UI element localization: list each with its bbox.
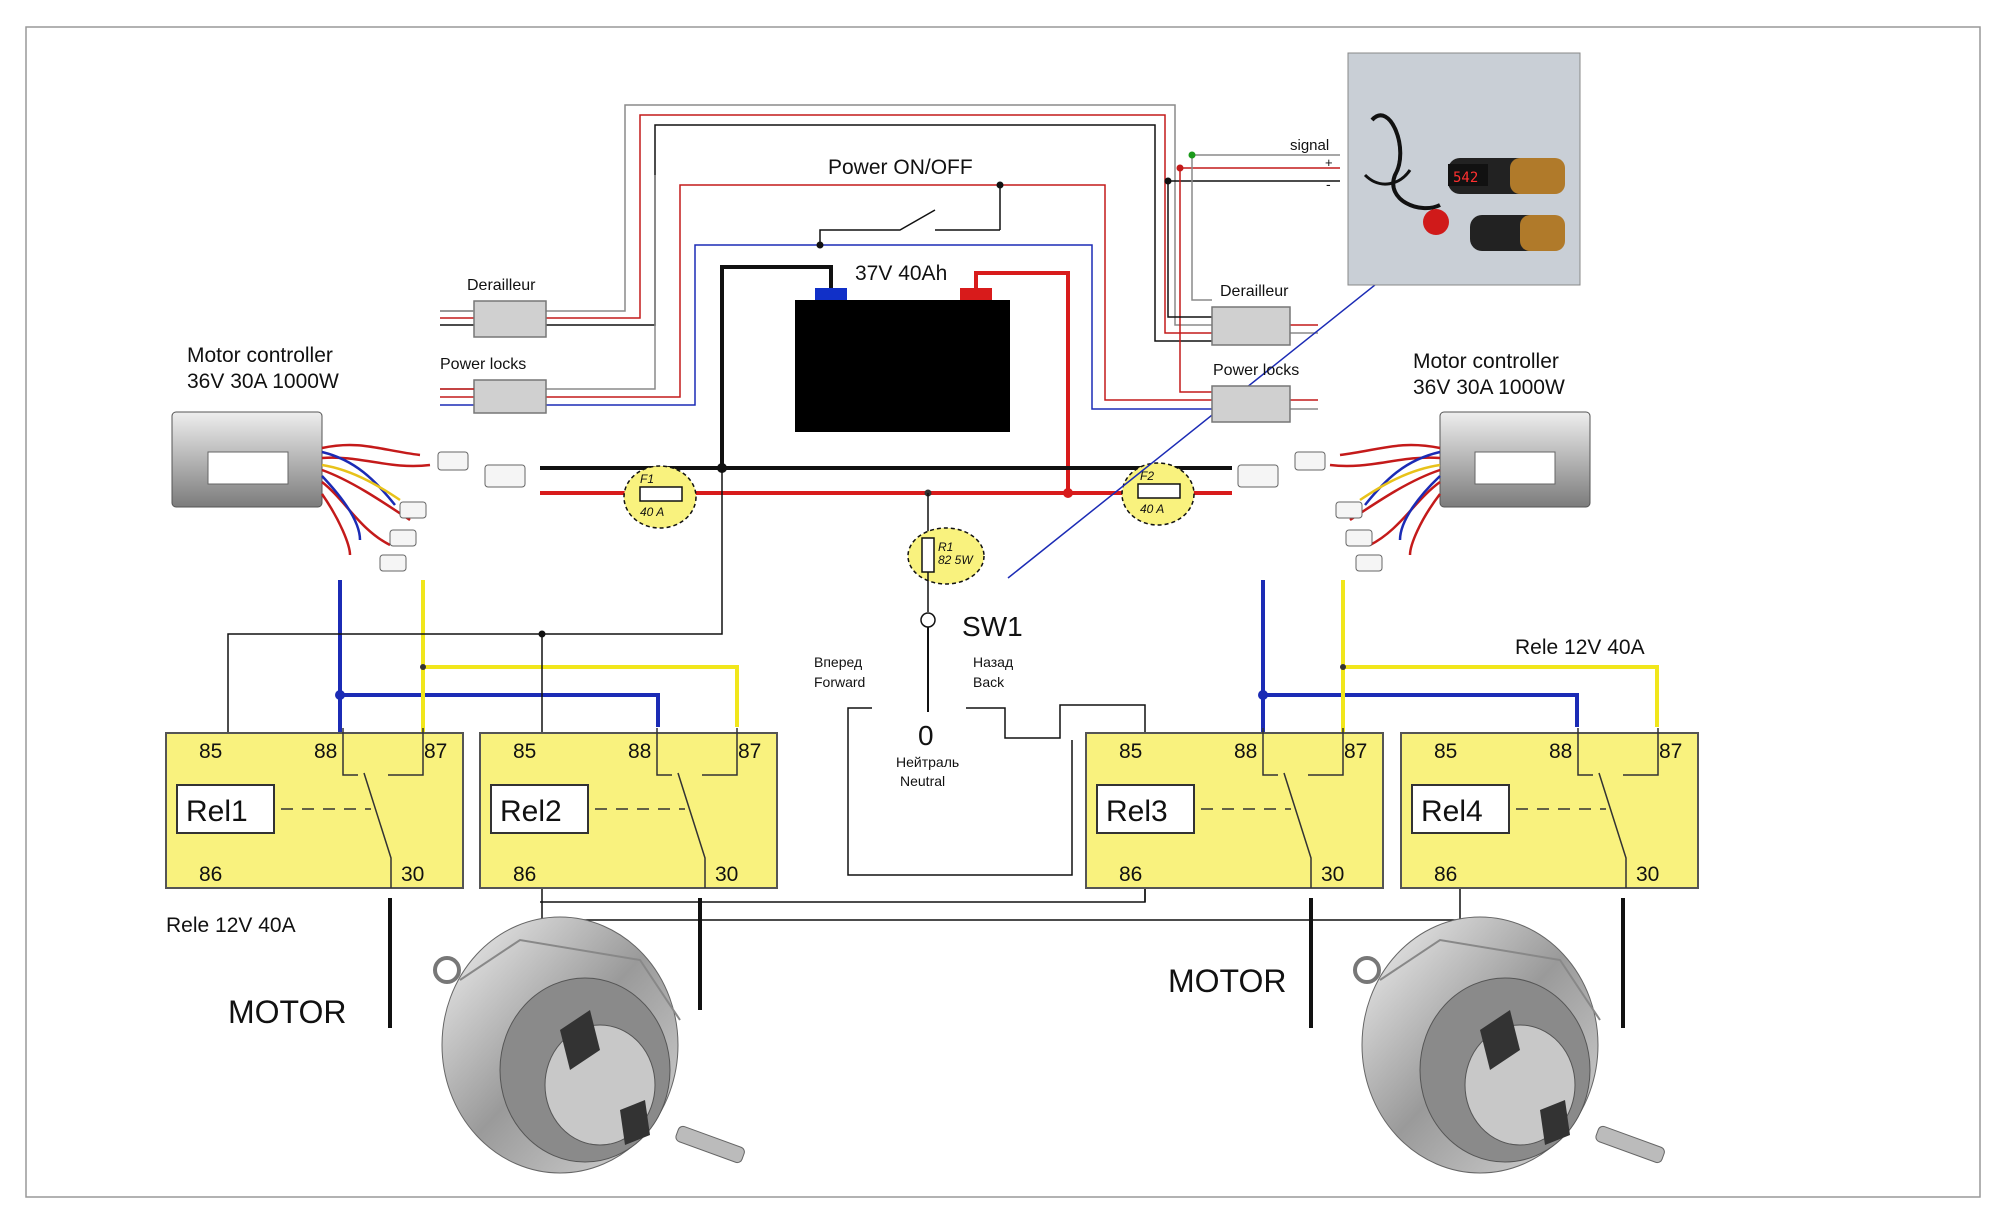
relay-1: 85 88 87 86 30 Rel1: [165, 728, 464, 889]
relay-caption-left: Rele 12V 40A: [166, 914, 296, 937]
relay-name: Rel4: [1421, 795, 1483, 828]
throttle-display: 542: [1453, 170, 1478, 186]
relay-pin-87: 87: [1659, 740, 1682, 763]
resistor-r1: R1 82 5W: [907, 493, 985, 612]
motor-controller-right: Motor controller 36V 30A 1000W: [1237, 350, 1591, 572]
power-locks-right: Power locks: [1211, 362, 1299, 423]
throttle-plus-label: +: [1325, 155, 1333, 170]
relay-name: Rel2: [500, 795, 562, 828]
relay-pin-85: 85: [199, 740, 222, 763]
sw1-neutral-ru: Нейтраль: [896, 754, 959, 770]
sw1-neutral-num: 0: [918, 720, 934, 751]
sw1-neutral-en: Neutral: [900, 773, 945, 789]
derailleur-left-label: Derailleur: [467, 277, 536, 294]
relay-pin-30: 30: [715, 863, 738, 886]
sw1-label: SW1: [962, 611, 1023, 642]
relay-pin-86: 86: [1434, 863, 1457, 886]
controller-right-line1: Motor controller: [1413, 350, 1559, 373]
relay-pin-86: 86: [199, 863, 222, 886]
power-switch-label: Power ON/OFF: [828, 156, 973, 179]
throttle-signal-label: signal: [1290, 137, 1329, 154]
power-locks-left: Power locks: [440, 356, 547, 414]
controller-left-line2: 36V 30A 1000W: [187, 370, 339, 393]
fuse-f2-rating: 40 A: [1140, 502, 1164, 516]
fuse-f1: F1 40 A: [623, 465, 697, 529]
relay-pin-86: 86: [1119, 863, 1142, 886]
relay-4: 85 88 87 86 30 Rel4: [1400, 728, 1699, 889]
relay-pin-30: 30: [1636, 863, 1659, 886]
controller-right-line2: 36V 30A 1000W: [1413, 376, 1565, 399]
resistor-name: R1: [938, 540, 953, 554]
switch-sw1: SW1 Вперед Forward Назад Back 0 Нейтраль…: [540, 611, 1146, 903]
derailleur-right-label: Derailleur: [1220, 283, 1289, 300]
relay-pin-88: 88: [628, 740, 651, 763]
relay-caption-right: Rele 12V 40A: [1515, 636, 1645, 659]
controller-left-line1: Motor controller: [187, 344, 333, 367]
relay-name: Rel3: [1106, 795, 1168, 828]
fuse-f1-rating: 40 A: [640, 505, 664, 519]
throttle-photo: 542: [1347, 52, 1581, 286]
relay-2: 85 88 87 86 30 Rel2: [479, 728, 778, 889]
sw1-forward-ru: Вперед: [814, 654, 862, 670]
resistor-rating: 82 5W: [938, 553, 974, 567]
fuse-f2: F2 40 A: [1121, 462, 1195, 526]
power-locks-right-label: Power locks: [1213, 362, 1299, 379]
relay-pin-30: 30: [401, 863, 424, 886]
sw1-back-ru: Назад: [973, 654, 1013, 670]
relay-3: 85 88 87 86 30 Rel3: [1085, 728, 1384, 889]
motor-right-label: MOTOR: [1168, 963, 1287, 999]
motor-left: MOTOR: [228, 916, 745, 1174]
relay-pin-30: 30: [1321, 863, 1344, 886]
power-locks-left-label: Power locks: [440, 356, 526, 373]
relay-pin-85: 85: [513, 740, 536, 763]
relay-pin-85: 85: [1434, 740, 1457, 763]
relay-pin-87: 87: [738, 740, 761, 763]
relay-pin-88: 88: [314, 740, 337, 763]
throttle-minus-label: -: [1326, 176, 1331, 192]
battery-negative-terminal: [815, 288, 847, 300]
relay-wiring: [227, 468, 1659, 921]
derailleur-right: Derailleur: [1211, 283, 1291, 346]
motor-right: MOTOR: [1168, 916, 1665, 1174]
relay-pin-88: 88: [1549, 740, 1572, 763]
relay-name: Rel1: [186, 795, 248, 828]
relay-pin-86: 86: [513, 863, 536, 886]
relay-pin-87: 87: [424, 740, 447, 763]
fuse-f1-name: F1: [640, 472, 654, 486]
sw1-forward-en: Forward: [814, 674, 865, 690]
relay-pin-87: 87: [1344, 740, 1367, 763]
relay-pin-85: 85: [1119, 740, 1142, 763]
sw1-back-en: Back: [973, 674, 1005, 690]
relay-pin-88: 88: [1234, 740, 1257, 763]
battery-label: 37V 40Ah: [855, 262, 947, 285]
battery-positive-terminal: [960, 288, 992, 300]
motor-controller-left: Motor controller 36V 30A 1000W: [171, 344, 526, 572]
battery: 37V 40Ah: [795, 262, 1010, 432]
motor-left-label: MOTOR: [228, 994, 347, 1030]
derailleur-left: Derailleur: [467, 277, 547, 338]
fuse-f2-name: F2: [1140, 469, 1154, 483]
page-frame: [25, 26, 1981, 1198]
